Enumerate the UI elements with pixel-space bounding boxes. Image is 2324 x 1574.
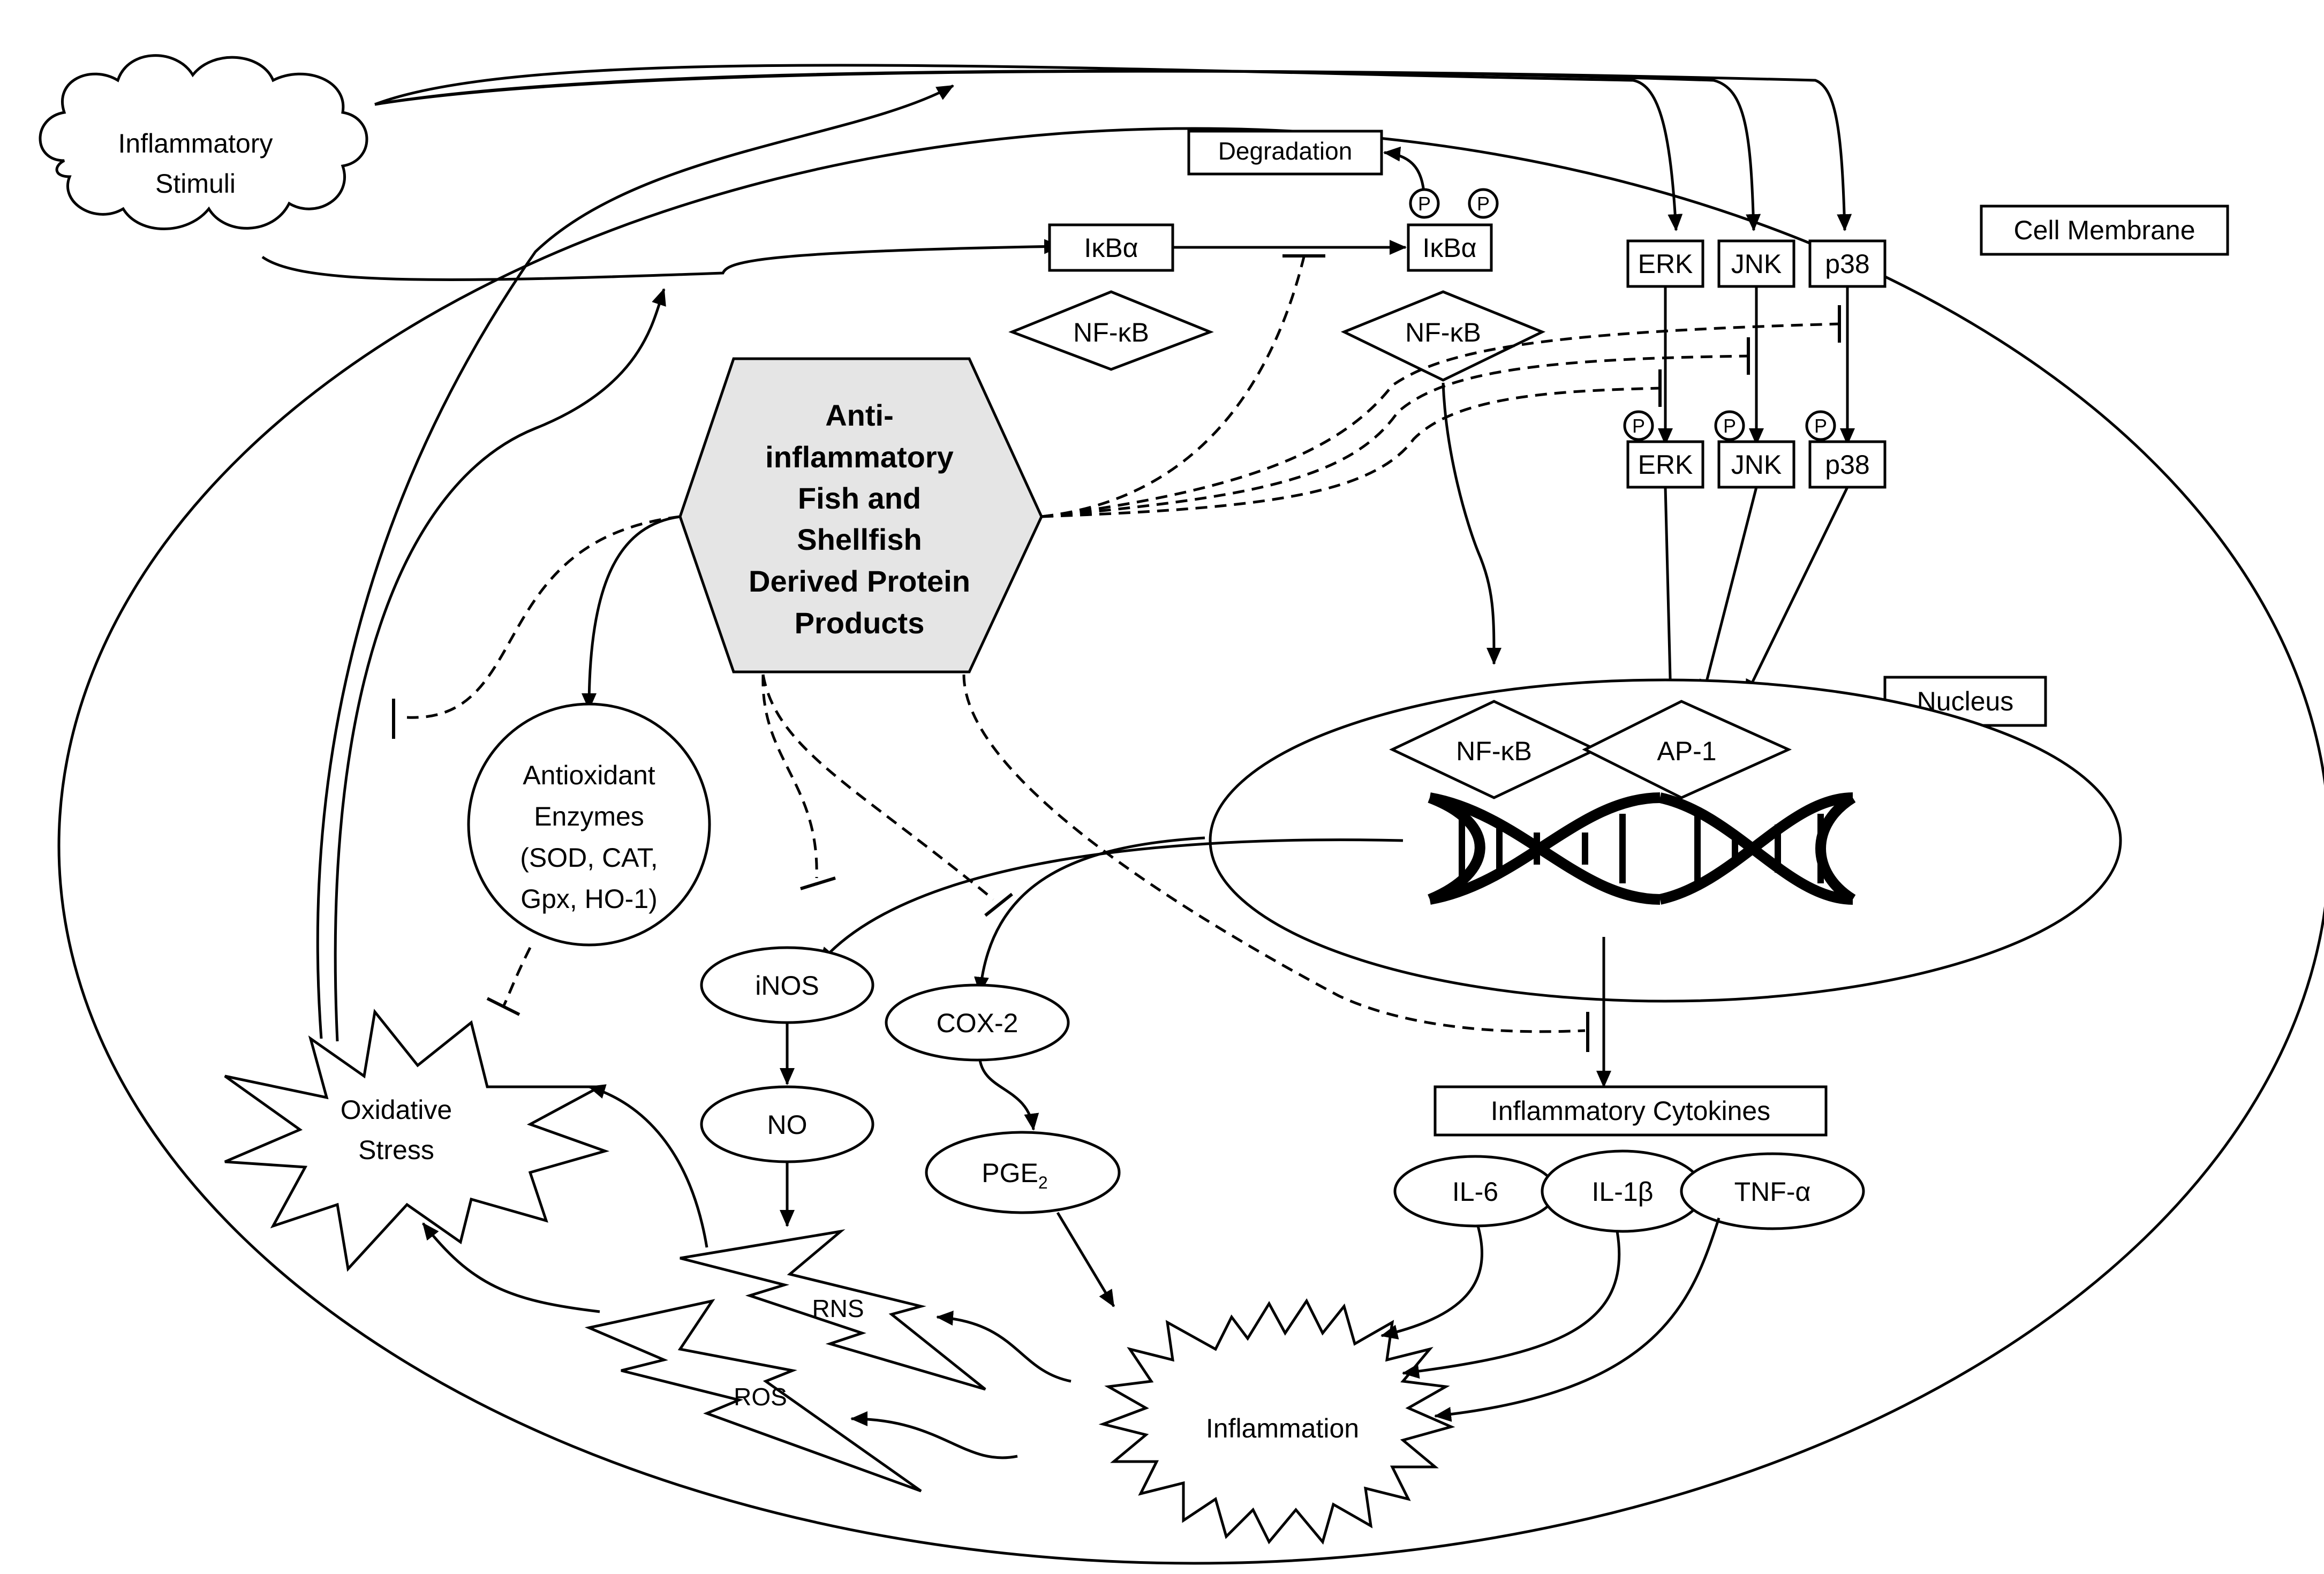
cell-membrane-label: Cell Membrane: [2013, 215, 2195, 245]
phospho-circle: [1623, 410, 1654, 441]
il6-label: IL-6: [1452, 1177, 1498, 1207]
tnfa-ellipse: [1680, 1152, 1865, 1230]
p38-label: p38: [1825, 249, 1869, 279]
phospho-label: P: [1632, 415, 1645, 437]
nfkb-free-diamond: [1340, 290, 1546, 382]
antioxidant-label-2: Enzymes: [534, 801, 644, 831]
pge2-ellipse: [925, 1131, 1121, 1214]
degradation-label: Degradation: [1218, 137, 1353, 165]
antioxidant-label-1: Antioxidant: [523, 760, 655, 790]
phospho-circle: [1714, 410, 1745, 441]
cytokines-label: Inflammatory Cytokines: [1491, 1096, 1770, 1126]
phospho-label: P: [1418, 193, 1431, 215]
no-label: NO: [767, 1110, 808, 1140]
oxidative-stress-star: [224, 1009, 610, 1272]
degradation-box: [1187, 130, 1383, 176]
inflammatory-stimuli-cloud: Inflammatory Stimuli: [39, 54, 368, 230]
jnk-label: JNK: [1731, 249, 1782, 279]
hexagon-label-line-1: Anti-: [825, 398, 894, 432]
antioxidant-enzymes-circle: [467, 702, 711, 947]
ikba-box: [1048, 223, 1174, 272]
ros-lightning: [584, 1299, 922, 1493]
ap1-diamond: [1582, 700, 1792, 799]
phospho-label: P: [1814, 415, 1827, 437]
ap1-label: AP-1: [1657, 736, 1716, 766]
nfkb-nucleus-label: NF-κB: [1456, 736, 1532, 766]
oxidative-stress-label-1: Oxidative: [341, 1095, 452, 1125]
p38-phospho-label: p38: [1825, 450, 1869, 480]
antioxidant-label-4: Gpx, HO-1): [520, 884, 658, 914]
nfkb-free-label: NF-κB: [1405, 317, 1481, 347]
erk-phospho-label: ERK: [1638, 450, 1693, 480]
cytokines-box: [1433, 1085, 1828, 1137]
hexagon-label-line-5: Derived Protein: [749, 564, 970, 598]
nfkb-bound-label: NF-κB: [1073, 317, 1149, 347]
dna-icon: [1428, 792, 1856, 905]
cox2-ellipse: [885, 983, 1070, 1062]
nfkb-bound-diamond: [1008, 290, 1214, 371]
hexagon-label-line-3: Fish and: [798, 481, 921, 515]
phospho-circle: [1468, 188, 1499, 219]
p38-phospho-box: [1808, 440, 1887, 489]
inflammatory-stimuli-label: Inflammatory: [118, 128, 273, 158]
hexagon-label-line-6: Products: [795, 606, 925, 640]
hexagon-label-line-2: inflammatory: [765, 440, 954, 474]
erk-phospho-box: [1626, 440, 1704, 489]
jnk-phospho-label: JNK: [1731, 450, 1782, 480]
jnk-box: [1717, 239, 1795, 288]
jnk-phospho-box: [1717, 440, 1795, 489]
rns-label: RNS: [812, 1295, 864, 1322]
ikba-phospho-label: IκBα: [1422, 233, 1476, 263]
inflammation-label: Inflammation: [1206, 1413, 1359, 1443]
erk-label: ERK: [1638, 249, 1693, 279]
phospho-circle: [1409, 188, 1440, 219]
antioxidant-label-3: (SOD, CAT,: [520, 843, 658, 873]
phospho-circle: [1805, 410, 1836, 441]
cox2-label: COX-2: [937, 1008, 1018, 1038]
pge2-label-main: PGE: [982, 1158, 1038, 1188]
oxidative-stress-label-2: Stress: [358, 1135, 434, 1165]
erk-box: [1626, 239, 1704, 288]
p38-box: [1808, 239, 1887, 288]
tnfa-label: TNF-α: [1734, 1177, 1811, 1207]
phospho-label: P: [1723, 415, 1736, 437]
inflammatory-stimuli-label-2: Stimuli: [155, 169, 236, 199]
inos-label: iNOS: [755, 971, 819, 1001]
inflammation-star: [1098, 1298, 1455, 1545]
pge2-label-subscript: 2: [1038, 1173, 1048, 1192]
phospho-label: P: [1477, 193, 1490, 215]
ros-label: ROS: [734, 1383, 787, 1411]
ikba-label: IκBα: [1084, 233, 1138, 263]
pge2-label: PGE2: [982, 1158, 1047, 1192]
hexagon-label-line-4: Shellfish: [797, 523, 922, 556]
il1b-label: IL-1β: [1592, 1177, 1654, 1207]
ikba-phospho-box: [1407, 223, 1493, 272]
rns-lightning: [680, 1229, 986, 1391]
cell-membrane-box: [1980, 205, 2229, 256]
